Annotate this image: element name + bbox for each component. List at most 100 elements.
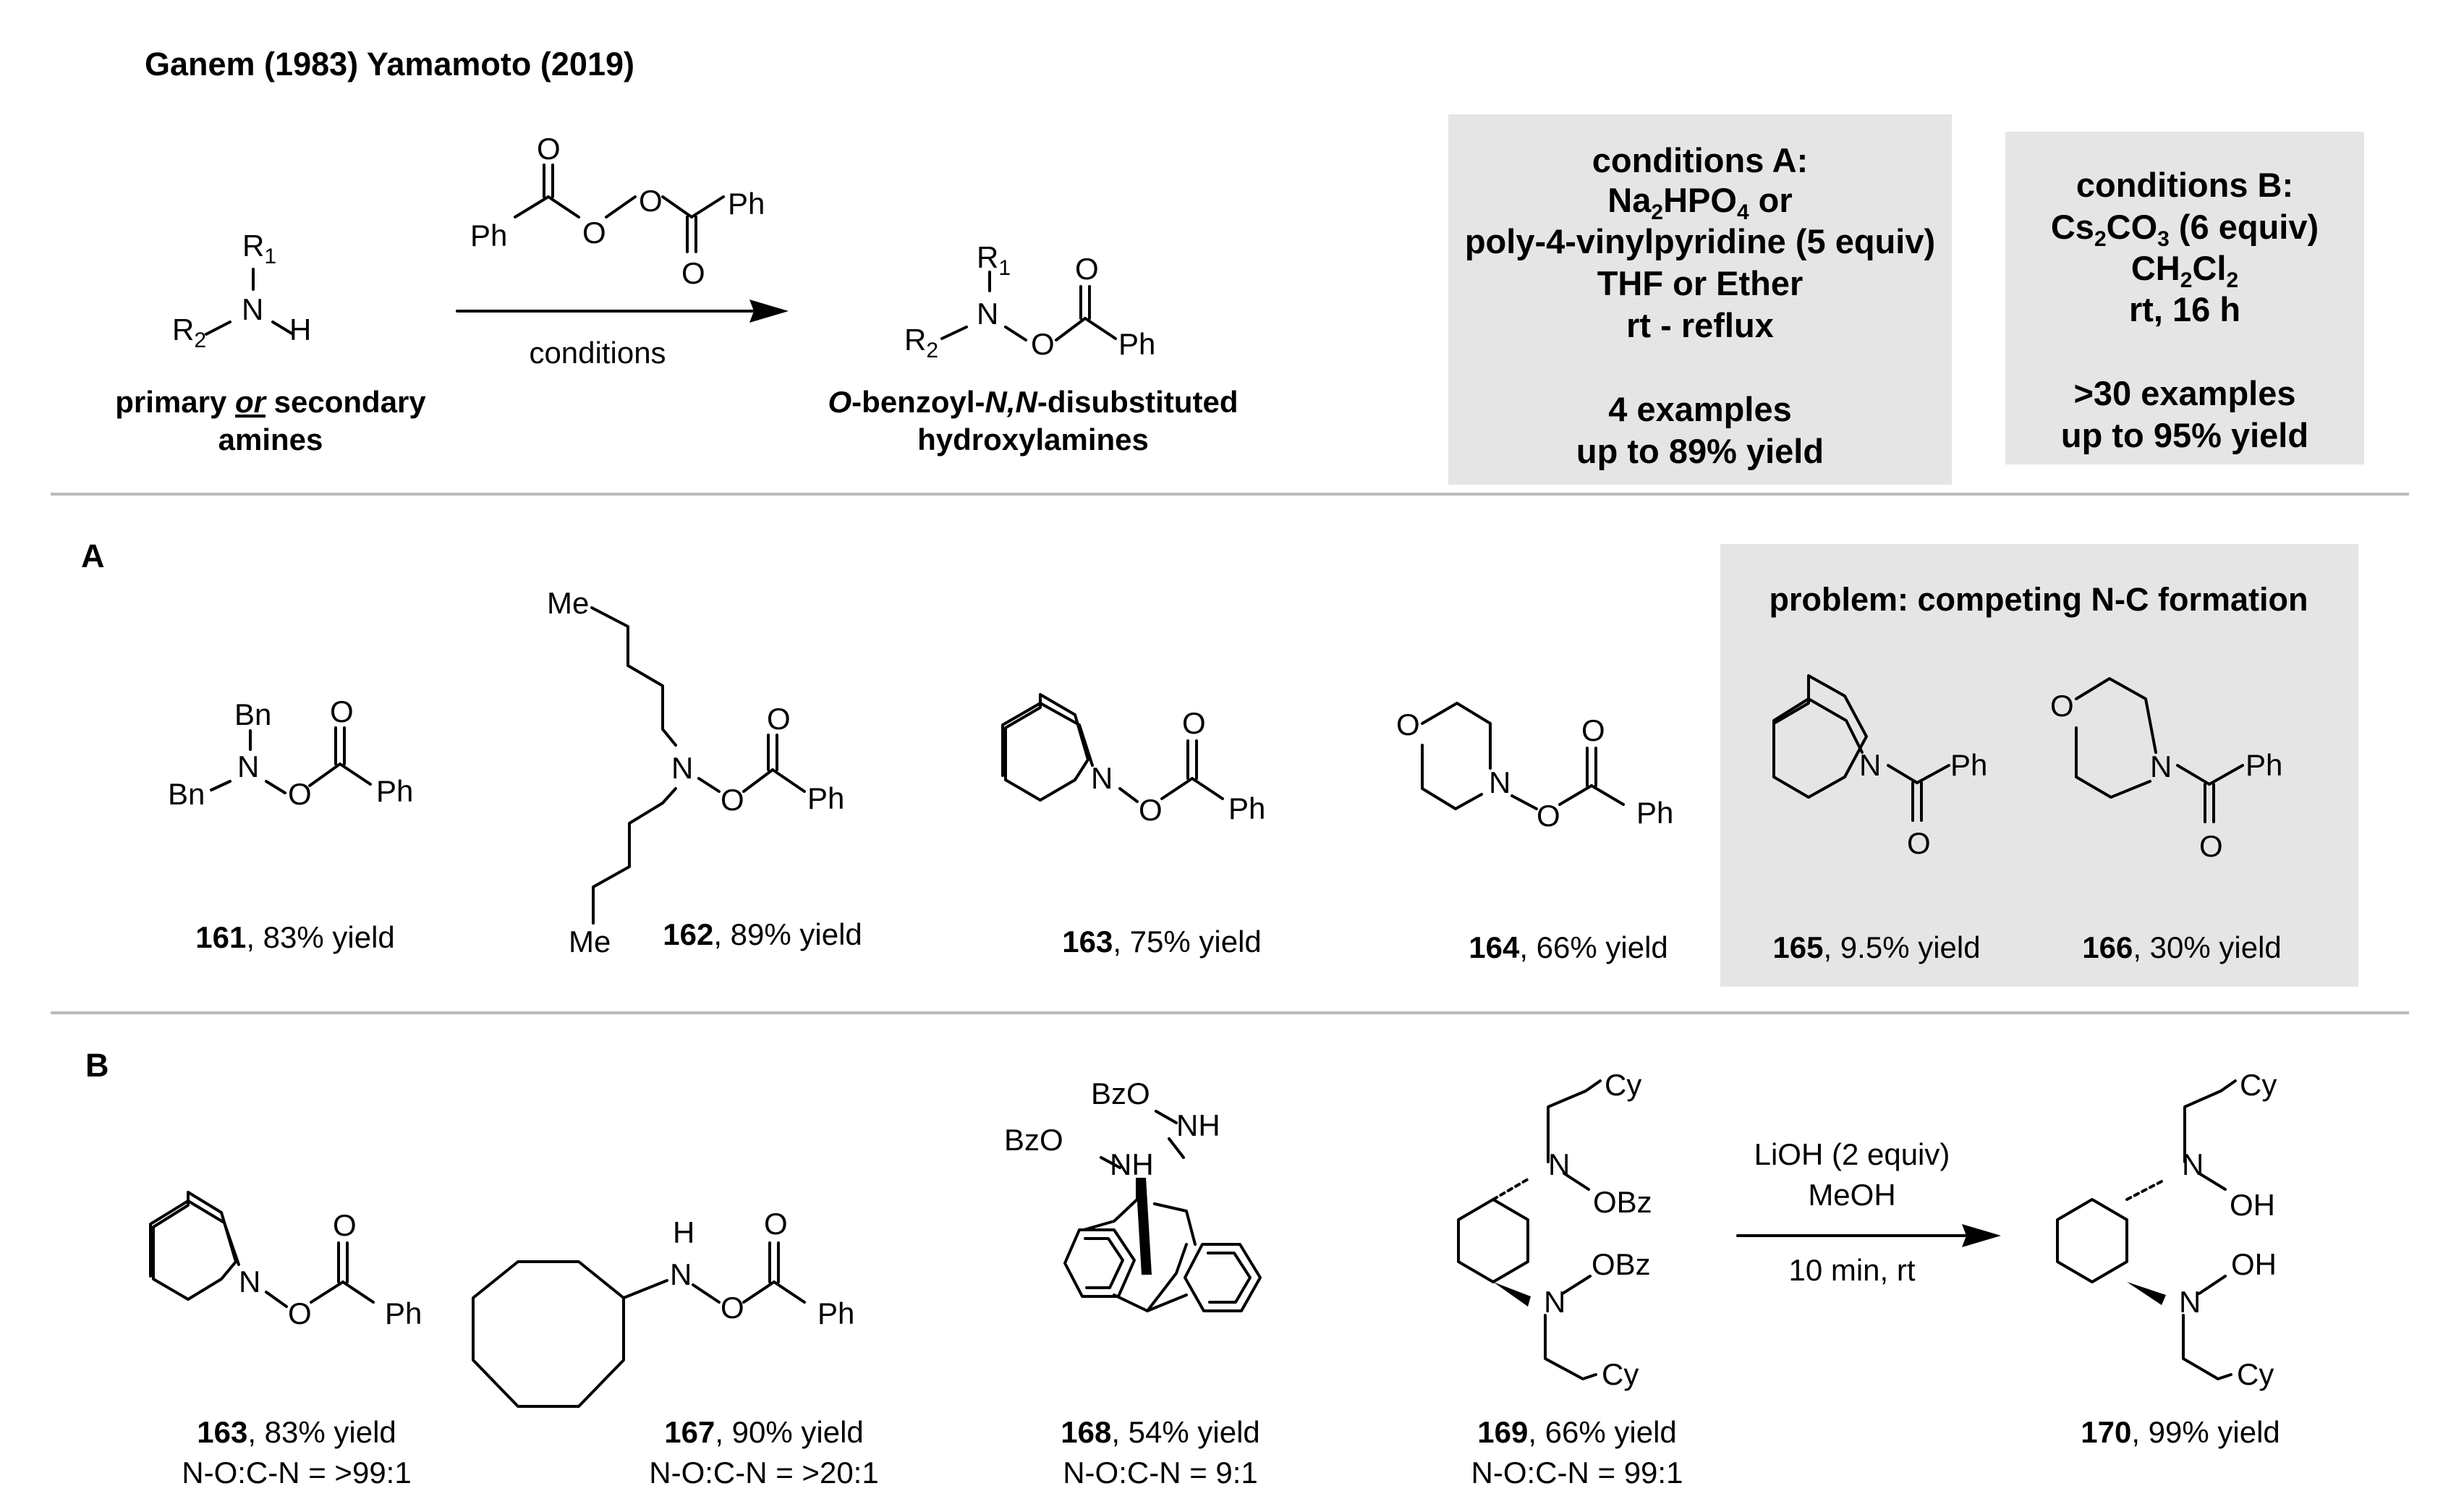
svg-text:N: N — [1544, 1285, 1565, 1319]
svg-text:Cy: Cy — [2237, 1357, 2274, 1391]
svg-text:N: N — [237, 749, 259, 783]
svg-text:Cy: Cy — [1602, 1357, 1639, 1391]
svg-text:N: N — [2179, 1285, 2201, 1319]
svg-text:rt - reflux: rt - reflux — [1626, 306, 1774, 344]
svg-text:Ph: Ph — [1636, 796, 1673, 830]
svg-text:O: O — [681, 256, 705, 290]
compound-164: O N O O Ph — [1396, 702, 1673, 833]
svg-text:N: N — [1548, 1147, 1570, 1181]
svg-text:Ph: Ph — [728, 187, 765, 221]
caption-163-b: 163, 83% yield — [197, 1415, 396, 1449]
conditions-b-box: conditions B: Cs2CO3 (6 equiv) CH2Cl2 rt… — [2005, 132, 2364, 464]
svg-text:O: O — [330, 695, 354, 729]
ratio-168: N-O:C-N = 9:1 — [1063, 1456, 1258, 1490]
svg-text:O: O — [1907, 826, 1931, 860]
compound-169: Cy N OBz OBz N Cy — [1457, 1068, 1652, 1391]
svg-text:R1: R1 — [242, 229, 276, 268]
compound-165: N Ph O — [1772, 674, 1987, 860]
svg-text:O: O — [1139, 793, 1163, 827]
svg-text:Ph: Ph — [470, 218, 507, 252]
arrow-conditions-label: conditions — [529, 336, 666, 370]
benzoyl-peroxide: Ph O O O Ph O — [470, 132, 765, 290]
caption-163-a: 163, 75% yield — [1062, 925, 1262, 959]
section-b-label: B — [85, 1047, 109, 1084]
svg-text:O: O — [1075, 252, 1099, 286]
ratio-163-b: N-O:C-N = >99:1 — [182, 1456, 411, 1490]
svg-text:N: N — [1091, 761, 1113, 795]
caption-161: 161, 83% yield — [195, 920, 395, 954]
section-a-label: A — [81, 538, 105, 574]
compound-162: Me N O O Ph Me — [547, 586, 844, 959]
caption-166: 166, 30% yield — [2082, 930, 2282, 964]
svg-text:OBz: OBz — [1592, 1247, 1651, 1281]
problem-title: problem: competing N-C formation — [1769, 581, 2308, 618]
svg-text:O: O — [1031, 327, 1055, 361]
svg-text:O: O — [1396, 708, 1420, 742]
reagent-lioh: LiOH (2 equiv) — [1754, 1137, 1950, 1171]
svg-text:N: N — [242, 292, 263, 326]
caption-168: 168, 54% yield — [1061, 1415, 1260, 1449]
svg-text:up to 89% yield: up to 89% yield — [1576, 432, 1824, 470]
caption-162: 162, 89% yield — [663, 917, 862, 951]
svg-text:Ph: Ph — [807, 781, 844, 815]
ratio-167: N-O:C-N = >20:1 — [649, 1456, 878, 1490]
caption-169: 169, 66% yield — [1477, 1415, 1677, 1449]
deprotection-arrow — [1736, 1224, 2001, 1247]
compound-168: BzO NH BzO NH — [1004, 1076, 1262, 1312]
svg-text:N: N — [1859, 748, 1881, 782]
svg-text:N: N — [671, 751, 693, 785]
svg-text:O: O — [721, 1291, 744, 1325]
svg-text:NH: NH — [1176, 1108, 1220, 1142]
caption-170: 170, 99% yield — [2081, 1415, 2280, 1449]
amine-reactant: R1 N R2 H — [172, 229, 311, 352]
svg-text:Cy: Cy — [2240, 1068, 2277, 1102]
svg-text:rt, 16 h: rt, 16 h — [2129, 290, 2240, 328]
svg-text:poly-4-vinylpyridine (5 equiv): poly-4-vinylpyridine (5 equiv) — [1465, 222, 1935, 260]
compound-167: H N O O Ph — [472, 1207, 854, 1408]
svg-text:conditions B:: conditions B: — [2076, 166, 2293, 204]
svg-text:H: H — [289, 313, 311, 347]
svg-text:N: N — [670, 1257, 692, 1291]
caption-167: 167, 90% yield — [664, 1415, 864, 1449]
svg-text:O: O — [582, 216, 606, 250]
svg-text:Ph: Ph — [1118, 327, 1155, 361]
svg-text:OBz: OBz — [1593, 1185, 1652, 1219]
svg-text:Ph: Ph — [2246, 748, 2282, 782]
svg-text:up to 95% yield: up to 95% yield — [2061, 416, 2308, 454]
svg-text:R2: R2 — [904, 323, 938, 362]
svg-text:N: N — [2182, 1147, 2204, 1181]
compound-166: O N Ph O — [2050, 677, 2282, 863]
conditions-a-box: conditions A: Na2HPO4 or poly-4-vinylpyr… — [1448, 114, 1952, 485]
svg-text:O: O — [288, 777, 312, 811]
svg-text:conditions A:: conditions A: — [1592, 141, 1809, 179]
svg-text:4 examples: 4 examples — [1608, 390, 1791, 428]
svg-text:Ph: Ph — [376, 774, 413, 808]
reactant-label-2: amines — [218, 422, 323, 456]
svg-text:N: N — [1489, 765, 1511, 799]
compound-161: Bn N Bn O O Ph — [168, 695, 413, 811]
svg-text:Me: Me — [547, 586, 589, 620]
svg-text:O: O — [1581, 713, 1605, 747]
svg-text:OH: OH — [2231, 1247, 2277, 1281]
compound-163-a: N O O Ph — [1001, 693, 1265, 827]
svg-text:O: O — [1537, 799, 1560, 833]
reagent-meoh: MeOH — [1808, 1178, 1895, 1212]
hydroxylamine-product: R1 N R2 O O Ph — [904, 240, 1155, 362]
scheme-title: Ganem (1983) Yamamoto (2019) — [145, 46, 634, 82]
svg-text:O: O — [288, 1296, 312, 1330]
svg-text:Na2HPO4 or: Na2HPO4 or — [1607, 181, 1792, 224]
main-reaction-arrow — [456, 300, 789, 323]
svg-text:O: O — [1182, 706, 1206, 740]
svg-text:Ph: Ph — [1228, 791, 1265, 825]
svg-text:H: H — [673, 1215, 694, 1249]
ratio-169: N-O:C-N = 99:1 — [1471, 1456, 1683, 1490]
reactant-label: primary or secondary — [115, 385, 426, 419]
svg-text:OH: OH — [2230, 1188, 2275, 1222]
compound-163-b: N O O Ph — [149, 1191, 422, 1330]
svg-text:O: O — [767, 702, 791, 736]
caption-165: 165, 9.5% yield — [1772, 930, 1980, 964]
svg-text:Me: Me — [569, 925, 611, 959]
svg-text:Cs2CO3 (6 equiv): Cs2CO3 (6 equiv) — [2051, 208, 2319, 251]
svg-text:O: O — [537, 132, 561, 166]
svg-text:R1: R1 — [977, 240, 1011, 280]
